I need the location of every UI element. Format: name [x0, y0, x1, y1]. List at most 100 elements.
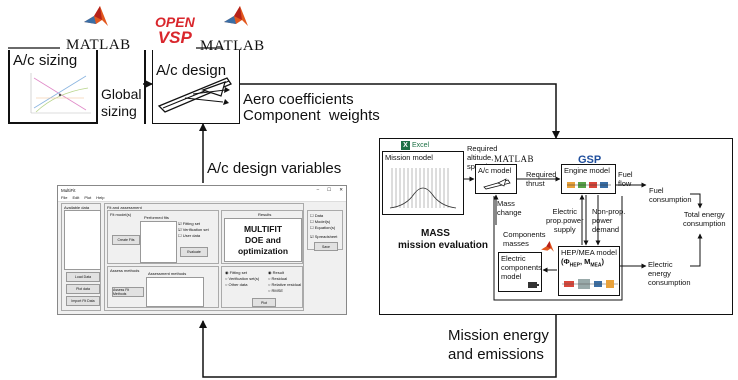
- total-energy-consumption-label: Total energy consumption: [683, 210, 726, 228]
- minimize-icon[interactable]: –: [316, 187, 320, 192]
- menu-help[interactable]: Help: [96, 195, 105, 200]
- multifit-title-text: MULTIFIT: [243, 223, 283, 234]
- excel-icon: X: [401, 141, 410, 150]
- plot-button[interactable]: Plot: [252, 298, 276, 307]
- mission-energy-emissions-label: Mission energy and emissions: [448, 327, 549, 363]
- performed-fits-label: Performed fits: [144, 215, 169, 220]
- ac-model-label: A/c model: [478, 166, 512, 175]
- close-icon[interactable]: ✕: [339, 187, 343, 192]
- electric-energy-consumption-label: Electric energy consumption: [648, 260, 691, 287]
- mission-evaluation-label: mission evaluation: [398, 240, 489, 251]
- mass-title: MASS: [421, 228, 450, 239]
- powertrain-schematic-icon: [562, 279, 618, 289]
- checkbox-user-data[interactable]: ☐ User data: [178, 233, 201, 238]
- fuel-flow-label: Fuel flow: [618, 170, 633, 188]
- assess-methods-panel: Assess methods Assessment methods Assess…: [107, 266, 219, 308]
- export-panel: ☐ Data ☐ Model(s) ☐ Equation(s) ☑ Spread…: [307, 210, 343, 251]
- plot-options-panel: ◉ Fitting set ○ Verification set(s) ○ Ot…: [221, 266, 303, 308]
- assessment-methods-label: Assessment methods: [148, 271, 187, 276]
- engine-schematic-icon: [567, 182, 611, 188]
- ac-design-box: [152, 50, 240, 124]
- multifit-menubar: File Edit Plot Help: [58, 194, 346, 202]
- matlab-wordmark: MATLAB: [66, 37, 131, 53]
- aero-coefficients-label: Aero coefficients: [243, 91, 354, 108]
- matlab-wordmark-ac-model: MATLAB: [494, 154, 535, 164]
- checkbox-models[interactable]: ☐ Model(s): [310, 219, 331, 224]
- fit-assessment-label: Fit and assessment: [107, 205, 142, 210]
- electric-components-model-label: Electric components model: [501, 254, 542, 281]
- matlab-membrane-icon: [224, 6, 248, 26]
- load-data-button[interactable]: Load Data: [66, 272, 100, 282]
- matlab-membrane-icon: [84, 6, 108, 26]
- hep-mea-model-label: HEP/MEA model: [561, 248, 617, 257]
- maximize-icon[interactable]: ☐: [327, 187, 332, 192]
- fit-models-panel: Fit model(s) Performed fits Create Fits …: [107, 210, 219, 264]
- radio-fitting-set[interactable]: ◉ Fitting set: [225, 270, 247, 275]
- engine-model-box: Engine model: [561, 164, 616, 194]
- radio-relative-residual[interactable]: ○ Relative residual: [268, 282, 302, 287]
- component-weights-label: Component weights: [243, 107, 380, 124]
- results-label: Results: [258, 212, 272, 217]
- export-checkboxes: ☐ Data ☐ Model(s) ☐ Equation(s) ☑ Spread…: [310, 213, 337, 240]
- plot-type-radios: ◉ Result ○ Residual ○ Relative residual …: [268, 270, 301, 294]
- menu-plot[interactable]: Plot: [84, 195, 92, 200]
- plot-data-button[interactable]: Plot data: [66, 284, 100, 294]
- available-data-panel: Available data Load Data Plot data Impor…: [61, 203, 101, 311]
- openvsp-bottom: VSP: [157, 28, 192, 47]
- radio-rmse[interactable]: ○ RMSE: [268, 288, 284, 293]
- aircraft-icon: [483, 178, 511, 190]
- fit-models-label: Fit model(s): [110, 212, 132, 217]
- save-button[interactable]: Save: [314, 242, 338, 251]
- radio-verification-sets[interactable]: ○ Verification set(s): [225, 276, 260, 281]
- fit-assessment-panel: Fit and assessment Fit model(s) Performe…: [104, 203, 304, 311]
- ac-design-label: A/c design: [156, 62, 227, 79]
- checkbox-spreadsheet[interactable]: ☑ Spreadsheet: [310, 234, 338, 239]
- menu-file[interactable]: File: [61, 195, 68, 200]
- create-fits-button[interactable]: Create Fits: [112, 235, 140, 245]
- matlab-logo-3: [540, 240, 556, 256]
- multifit-title: MultiFit: [61, 187, 76, 193]
- checkbox-equations[interactable]: ☐ Equation(s): [310, 225, 336, 230]
- excel-label: Excel: [412, 142, 430, 149]
- assessment-methods-list[interactable]: [146, 277, 204, 307]
- sizing-plot-icon: [30, 73, 91, 114]
- non-prop-power-demand-label: Non-prop. power demand: [592, 207, 626, 234]
- mission-model-label: Mission model: [385, 153, 433, 162]
- doe-optimization-text: DOE and optimization: [237, 234, 289, 256]
- checkbox-data[interactable]: ☐ Data: [310, 213, 324, 218]
- global-sizing-label: Global sizing: [101, 86, 142, 119]
- electric-prop-power-supply-label: Electric prop.power supply: [546, 207, 584, 234]
- assess-fit-methods-button[interactable]: Assess Fit Methods: [112, 287, 144, 297]
- multifit-window: MultiFit – ☐ ✕ File Edit Plot Help Avail…: [57, 185, 347, 315]
- openvsp-logo: OPEN VSP: [155, 14, 195, 46]
- ac-model-box: A/c model: [475, 164, 517, 194]
- results-area: MULTIFIT DOE and optimization: [224, 218, 302, 262]
- mission-profile-icon: [389, 168, 457, 209]
- openvsp-top: OPEN: [155, 14, 195, 30]
- engine-model-label: Engine model: [564, 166, 610, 175]
- electric-components-model-box: Electric components model: [498, 252, 542, 292]
- checkbox-fitting-set[interactable]: ☑ Fitting set: [178, 221, 201, 226]
- available-data-label: Available data: [64, 205, 90, 210]
- evaluate-button[interactable]: Evaluate: [180, 247, 208, 257]
- import-fit-data-button[interactable]: Import Fit Data: [66, 296, 100, 306]
- matlab-logo-2: [222, 4, 252, 34]
- checkbox-verification-set[interactable]: ☑ Verification set: [178, 227, 209, 232]
- mission-model-box: Mission model: [382, 151, 464, 215]
- hep-mea-model-box: HEP/MEA model (ΦHEP, MMEA): [558, 246, 620, 296]
- available-data-list[interactable]: [64, 210, 101, 270]
- ac-sizing-label: A/c sizing: [13, 52, 78, 69]
- required-thrust-label: Required thrust: [526, 170, 557, 188]
- radio-other-data[interactable]: ○ Other data: [225, 282, 248, 287]
- matlab-logo: [82, 4, 112, 34]
- matlab-membrane-icon: [541, 241, 554, 252]
- performed-fits-list[interactable]: [140, 221, 177, 263]
- excel-logo: X Excel: [401, 141, 429, 150]
- results-panel: Results MULTIFIT DOE and optimization: [221, 210, 303, 264]
- multifit-titlebar: MultiFit – ☐ ✕: [58, 186, 346, 194]
- radio-residual[interactable]: ○ Residual: [268, 276, 288, 281]
- mass-change-label: Mass change: [497, 199, 522, 217]
- radio-result[interactable]: ◉ Result: [268, 270, 284, 275]
- menu-edit[interactable]: Edit: [72, 195, 80, 200]
- plot-source-radios: ◉ Fitting set ○ Verification set(s) ○ Ot…: [225, 270, 259, 288]
